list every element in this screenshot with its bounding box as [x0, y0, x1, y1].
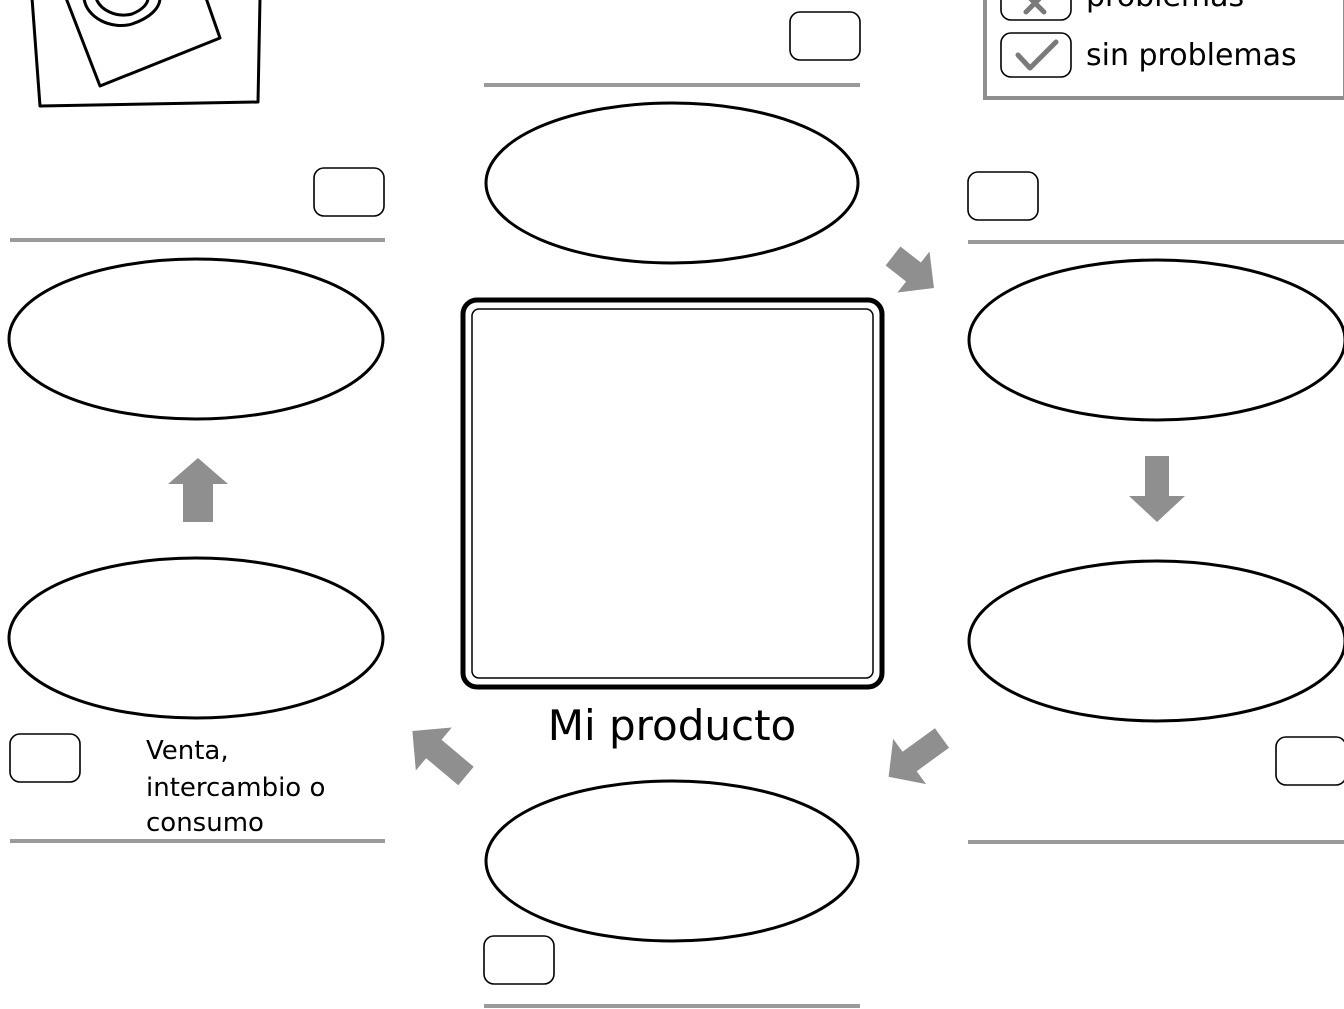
- legend-no-problems-label: sin problemas: [1086, 38, 1297, 73]
- stage-right-bottom: [967, 559, 1344, 844]
- stage-bottom: [483, 779, 860, 1008]
- stage-left-bottom-checkbox[interactable]: [9, 733, 81, 783]
- product-drawing-area[interactable]: [471, 308, 874, 679]
- stage-left-bottom-oval[interactable]: [7, 556, 385, 720]
- stage-right-bottom-oval[interactable]: [967, 559, 1344, 723]
- stage-bottom-checkbox[interactable]: [483, 935, 555, 985]
- legend-problems-checkbox: [1000, 0, 1072, 21]
- stage-left-top: [7, 167, 385, 421]
- stage-top: [484, 11, 861, 265]
- product-frame-border: [460, 297, 885, 690]
- stage-right-bottom-checkbox[interactable]: [1275, 736, 1344, 786]
- stage-left-bottom: Venta, intercambio o consumo: [7, 556, 385, 843]
- arrow-down-icon: [1129, 456, 1185, 522]
- stage-left-bottom-label: Venta, intercambio o consumo: [146, 736, 334, 838]
- arrow-up-left-icon: [412, 727, 474, 786]
- cross-icon: [1023, 0, 1047, 15]
- legend-no-problems-checkbox: [1000, 32, 1072, 78]
- check-icon: [1015, 39, 1059, 71]
- legend: problemas sin problemas: [983, 0, 1344, 100]
- stage-left-top-checkbox[interactable]: [313, 167, 385, 217]
- product-frame: [460, 297, 885, 690]
- stage-right-top: [967, 171, 1344, 422]
- sketch-illustration: [30, 0, 262, 108]
- arrow-down-left-icon: [888, 728, 950, 785]
- stage-bottom-oval[interactable]: [484, 779, 860, 943]
- arrow-up-icon: [168, 458, 228, 522]
- product-caption: Mi producto: [548, 701, 797, 750]
- stage-left-top-oval[interactable]: [7, 257, 385, 421]
- stage-top-oval[interactable]: [484, 101, 860, 265]
- stage-top-checkbox[interactable]: [789, 11, 861, 61]
- stage-right-top-oval[interactable]: [967, 258, 1344, 422]
- arrow-down-right-icon: [885, 246, 934, 293]
- legend-problems-label: problemas: [1086, 0, 1244, 14]
- stage-right-top-checkbox[interactable]: [967, 171, 1039, 221]
